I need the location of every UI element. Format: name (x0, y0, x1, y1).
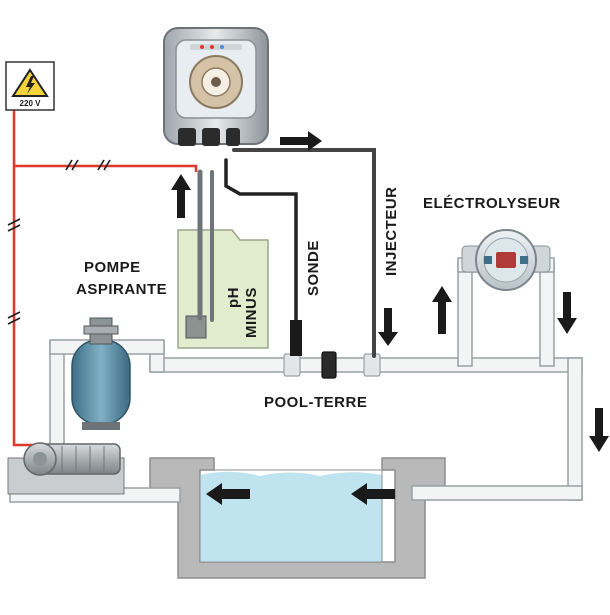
pool-basin (149, 457, 446, 579)
pool-terre-ground-fitting (321, 351, 337, 379)
pool-water (200, 471, 382, 562)
flow-arrow-icon (557, 292, 577, 334)
flow-arrow-icon (589, 408, 609, 452)
foot-valve (185, 315, 207, 339)
sonde-label: SONDE (305, 240, 322, 296)
return-pipe-bottom (411, 485, 583, 501)
ph-label-line-2: MINUS (243, 287, 260, 338)
injecteur-label: INJECTEUR (383, 186, 400, 276)
flow-arrow-icon (378, 308, 398, 346)
pool-terre-label: POOL-TERRE (264, 394, 368, 411)
electrolyser-cell (461, 229, 551, 291)
cell-pipe-left (457, 261, 473, 367)
sensor-fitting (283, 353, 301, 377)
flow-arrow-icon (280, 131, 322, 151)
filter-pipe-left (49, 341, 65, 451)
suction-pump (7, 442, 125, 495)
ph-minus-label: pH MINUS (225, 287, 261, 338)
flow-arrows (171, 131, 609, 505)
pump-label: POMPE ASPIRANTE (76, 257, 167, 301)
high-voltage-warning-icon: 220 V (5, 61, 55, 111)
injector-fitting (363, 353, 381, 377)
dosing-tubes (197, 148, 376, 358)
pump-label-line-2: ASPIRANTE (76, 281, 168, 298)
voltage-label: 220 V (20, 99, 42, 108)
pipe-fittings (283, 351, 381, 379)
flow-arrow-icon (206, 483, 250, 505)
injection-tube (232, 148, 376, 358)
electrolyseur-label: ELÉCTROLYSEUR (423, 195, 561, 212)
return-pipe-vertical (567, 357, 583, 501)
wire-break-marks (7, 159, 111, 325)
sensor-cable (224, 158, 298, 326)
flow-arrow-icon (432, 286, 452, 334)
cell-pipe-right (539, 261, 555, 367)
pump-label-line-1: POMPE (84, 259, 141, 276)
ph-probe (290, 320, 302, 356)
flow-arrow-icon (171, 174, 191, 218)
wire-to-pump (12, 110, 34, 447)
flow-arrow-icon (351, 483, 395, 505)
sand-filter (71, 317, 131, 430)
ph-label-line-1: pH (225, 287, 242, 308)
peristaltic-dosing-pump (163, 27, 269, 146)
